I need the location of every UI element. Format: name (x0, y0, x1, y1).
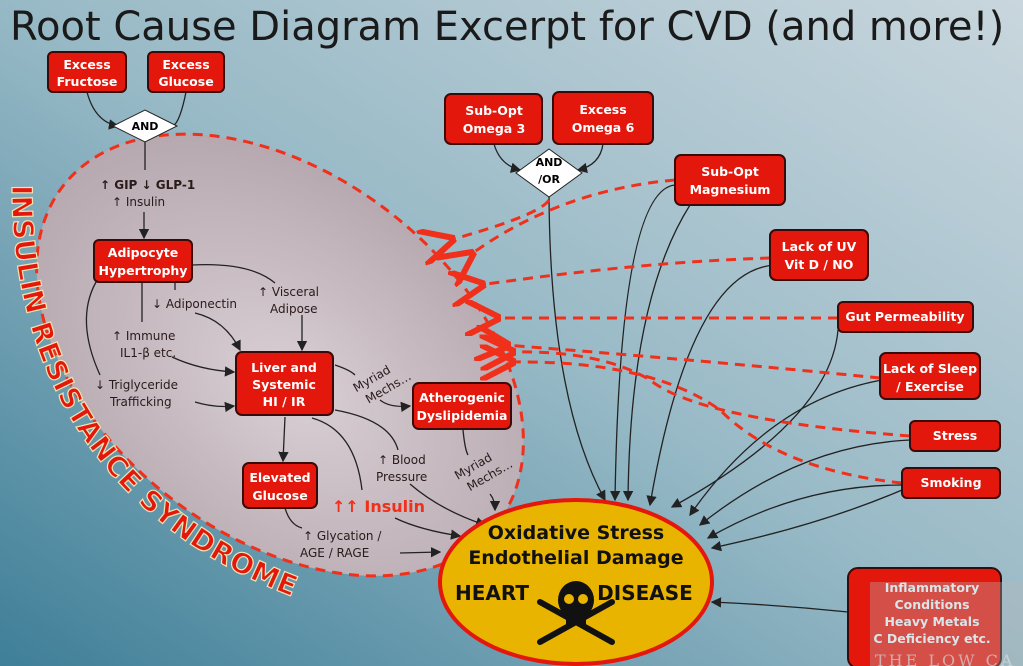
triglyceride-label-2: Trafficking (109, 395, 172, 409)
heart-label: HEART (455, 581, 529, 605)
svg-text:Systemic: Systemic (252, 377, 316, 392)
outcome-line-1: Oxidative Stress (488, 522, 664, 544)
svg-text:Fructose: Fructose (57, 74, 118, 89)
blood-pressure-label-1: ↑ Blood (378, 453, 426, 467)
svg-text:Excess: Excess (162, 57, 209, 72)
svg-text:C Deficiency etc.: C Deficiency etc. (873, 631, 990, 646)
insulin-double-label: ↑↑ Insulin (332, 497, 425, 516)
svg-text:Conditions: Conditions (894, 597, 969, 612)
triglyceride-label-1: ↓ Triglyceride (95, 378, 178, 392)
svg-text:Liver and: Liver and (251, 360, 317, 375)
glycation-label-1: ↑ Glycation / (303, 529, 382, 543)
and-gate: AND (111, 109, 179, 143)
svg-text:Heavy Metals: Heavy Metals (884, 614, 979, 629)
svg-text:Vit D / NO: Vit D / NO (785, 257, 854, 272)
and-gate-label: AND (132, 120, 159, 133)
box-smoking: Smoking (901, 467, 1001, 499)
watermark: THE LOW CA (875, 651, 1015, 666)
box-lack-sleep: Lack of Sleep / Exercise (879, 352, 981, 400)
svg-text:Glucose: Glucose (158, 74, 213, 89)
svg-text:Inflammatory: Inflammatory (885, 580, 980, 595)
svg-text:Sub-Opt: Sub-Opt (701, 164, 759, 179)
svg-text:Glucose: Glucose (252, 488, 307, 503)
svg-text:Lack of Sleep: Lack of Sleep (883, 361, 977, 376)
svg-text:/ Exercise: / Exercise (896, 379, 964, 394)
visceral-label-2: Adipose (270, 302, 318, 316)
page-title: Root Cause Diagram Excerpt for CVD (and … (10, 4, 1004, 50)
immune-label-1: ↑ Immune (112, 329, 175, 343)
svg-text:Magnesium: Magnesium (690, 182, 771, 197)
svg-text:Lack of UV: Lack of UV (782, 239, 857, 254)
insulin-up-label: ↑ Insulin (112, 195, 165, 209)
glycation-label-2: AGE / RAGE (300, 546, 369, 560)
blood-pressure-label-2: Pressure (376, 470, 427, 484)
svg-text:Dyslipidemia: Dyslipidemia (417, 408, 508, 423)
svg-text:Elevated: Elevated (249, 470, 310, 485)
svg-text:Omega 3: Omega 3 (463, 121, 526, 136)
svg-text:Excess: Excess (579, 102, 626, 117)
gip-glp1-label: ↑ GIP ↓ GLP-1 (100, 178, 195, 192)
visceral-label-1: ↑ Visceral (258, 285, 319, 299)
svg-text:Excess: Excess (63, 57, 110, 72)
svg-text:Atherogenic: Atherogenic (419, 390, 505, 405)
svg-text:HI / IR: HI / IR (263, 394, 306, 409)
dashed-arrows (450, 178, 911, 485)
heart-disease-outcome: Oxidative Stress Endothelial Damage HEAR… (438, 498, 714, 666)
box-lack-uv: Lack of UV Vit D / NO (769, 229, 869, 281)
outcome-line-2: Endothelial Damage (468, 547, 683, 569)
box-gut-permeability: Gut Permeability (837, 301, 974, 333)
svg-text:Hypertrophy: Hypertrophy (99, 263, 188, 278)
svg-text:Stress: Stress (933, 428, 978, 443)
and-or-gate-label-1: AND (536, 156, 563, 169)
svg-text:Sub-Opt: Sub-Opt (465, 103, 523, 118)
annotations: ↑ GIP ↓ GLP-1 ↑ Insulin ↓ Adiponectin ↑ … (95, 178, 515, 560)
and-or-gate: AND /OR (515, 148, 583, 198)
immune-label-2: IL1-β etc. (120, 346, 176, 360)
and-or-gate-label-2: /OR (538, 173, 560, 186)
box-stress: Stress (909, 420, 1001, 452)
svg-text:Smoking: Smoking (920, 475, 981, 490)
adiponectin-label: ↓ Adiponectin (152, 297, 237, 311)
svg-text:Adipocyte: Adipocyte (108, 245, 178, 260)
box-inflammatory-conditions: Inflammatory Conditions Heavy Metals C D… (847, 567, 1023, 666)
svg-text:Gut Permeability: Gut Permeability (845, 309, 964, 324)
svg-text:Omega 6: Omega 6 (572, 120, 635, 135)
skull-crossbones-icon (537, 581, 615, 645)
